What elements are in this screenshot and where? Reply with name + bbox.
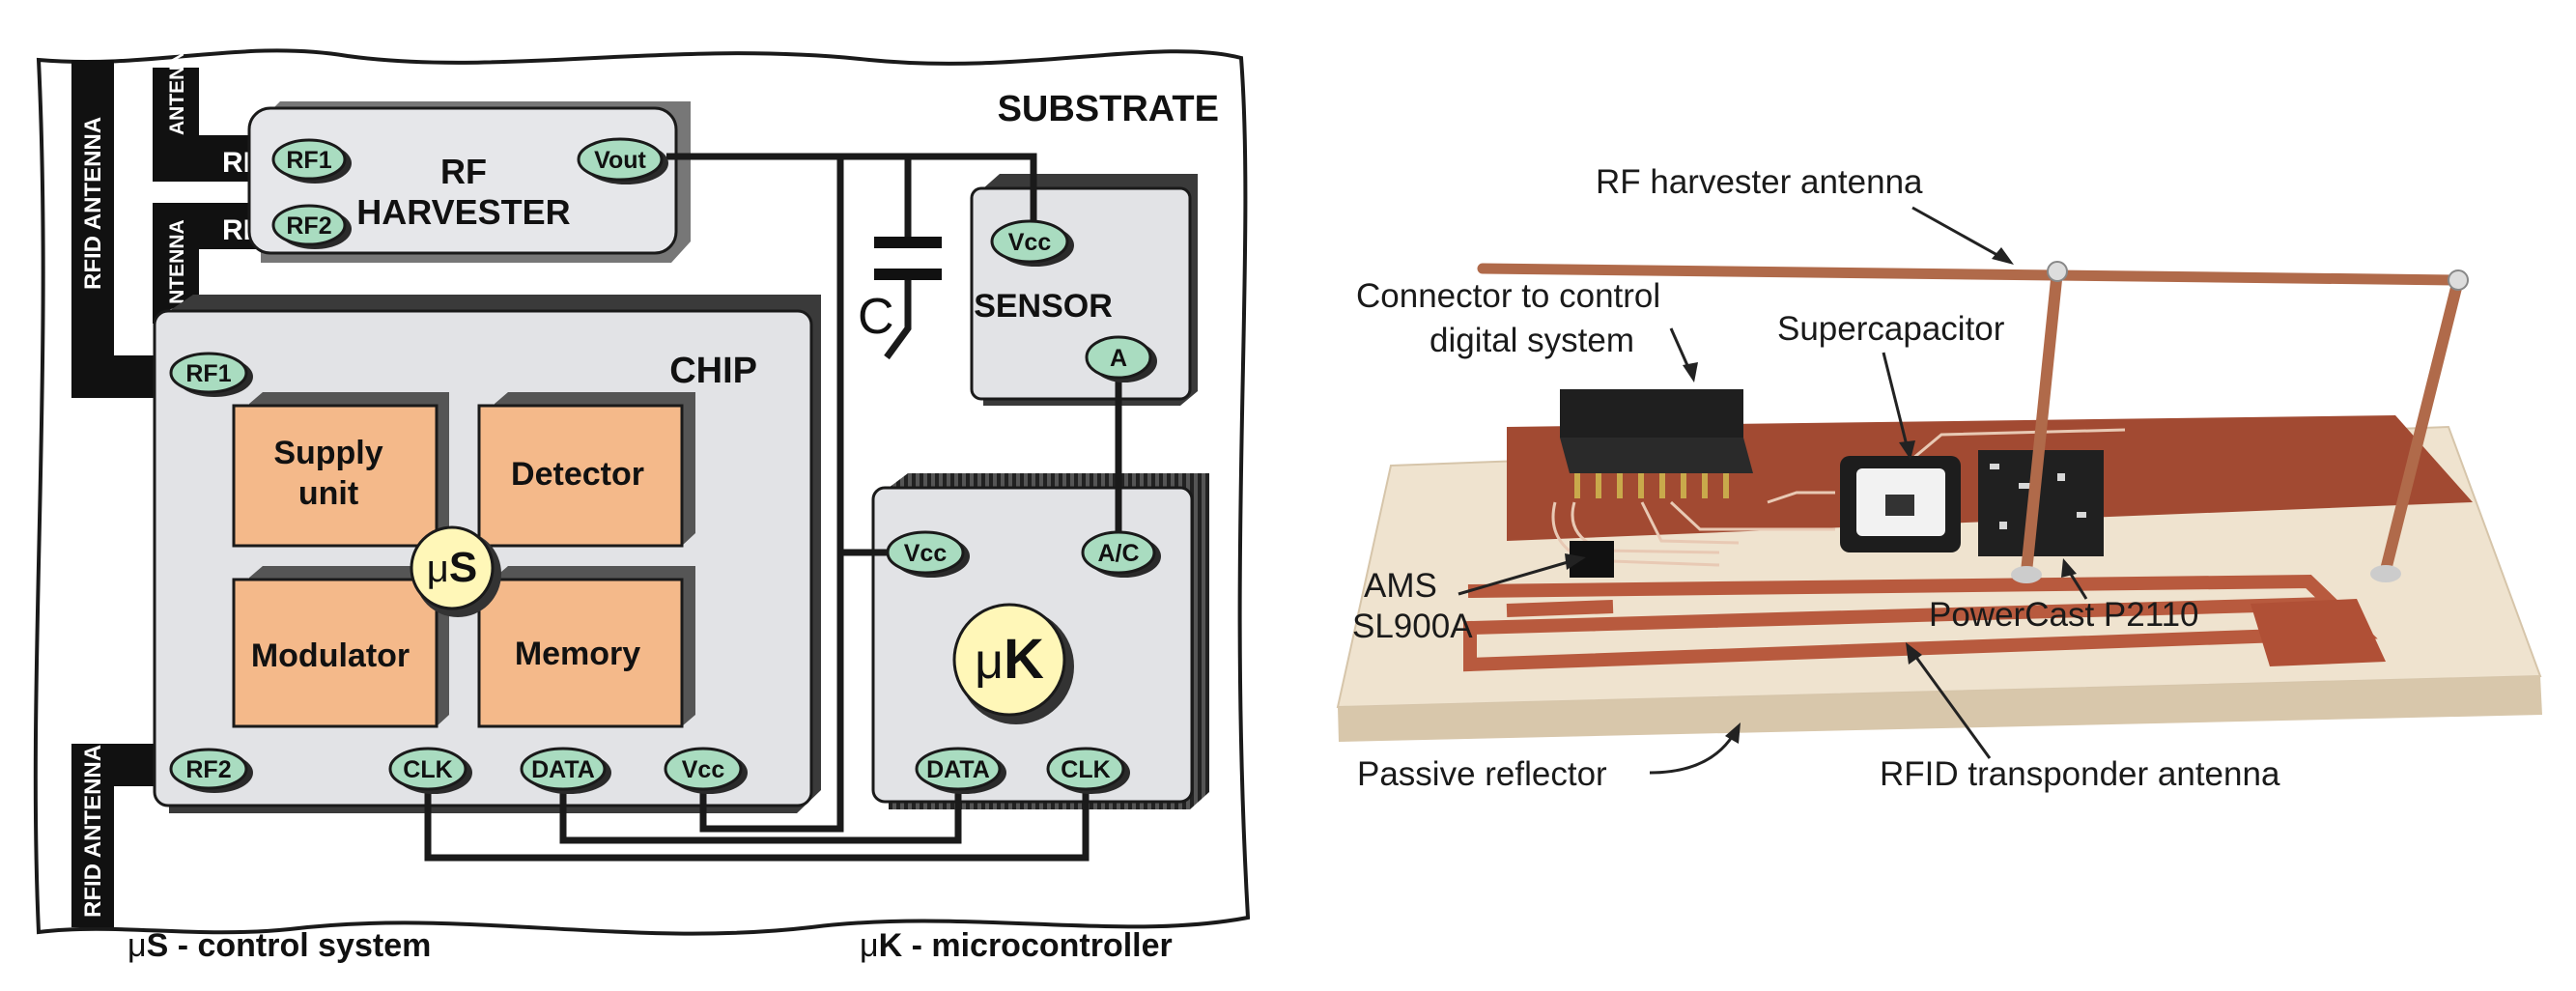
mu-s-letter: S	[449, 544, 477, 591]
label-arrows	[1458, 206, 2088, 775]
mu-s-mu: μ	[427, 548, 449, 590]
connector	[1560, 389, 1753, 498]
substrate-label: SUBSTRATE	[998, 89, 1219, 129]
unit-memory-label: Memory	[515, 636, 640, 672]
unit-detector-label: Detector	[511, 456, 644, 493]
rfid-trace	[1463, 574, 2386, 672]
svg-text:RF2: RF2	[185, 756, 231, 783]
capacitor: C	[858, 237, 942, 345]
svg-text:A/C: A/C	[1097, 540, 1139, 567]
svg-text:Vcc: Vcc	[904, 540, 948, 567]
prototype-photo: RF harvester antenna Connector to contro…	[1336, 163, 2542, 793]
label-ams-2: SL900A	[1352, 608, 1473, 645]
pad-mk-data: DATA	[915, 747, 1006, 794]
label-ams-1: AMS	[1364, 567, 1437, 605]
rf-harvester-line2: HARVESTER	[356, 192, 570, 232]
unit-memory: Memory	[477, 566, 695, 728]
harvester-antenna-2-label: ANTENNA	[166, 219, 188, 319]
sensor-block: SENSOR	[970, 174, 1198, 406]
unit-modulator-label: Modulator	[251, 637, 410, 674]
harvester-antenna-rod	[1477, 263, 2464, 578]
svg-text:A: A	[1110, 345, 1127, 372]
svg-text:CLK: CLK	[403, 756, 452, 783]
harvester-antenna-1-label: ANTENNA	[166, 36, 188, 135]
pad-vout: Vout	[577, 137, 668, 184]
pad-mk-clk: CLK	[1046, 747, 1130, 794]
label-connector-2: digital system	[1430, 322, 1634, 359]
svg-text:RF1: RF1	[185, 360, 231, 387]
svg-text:DATA: DATA	[531, 756, 595, 783]
svg-text:μK: μK	[975, 628, 1044, 691]
unit-modulator: Modulator	[232, 566, 449, 728]
svg-text:RF2: RF2	[286, 212, 331, 240]
pad-chip-rf1: RF1	[169, 352, 253, 397]
mu-k-mu: μ	[975, 634, 1004, 690]
unit-supply-line2: unit	[298, 475, 358, 512]
rfid-antenna-top-label: RFID ANTENNA	[80, 117, 106, 290]
pad-sensor-vcc: Vcc	[990, 219, 1074, 267]
label-connector-1: Connector to control	[1356, 277, 1660, 315]
pad-mk-ac: A/C	[1081, 530, 1161, 578]
label-supercapacitor: Supercapacitor	[1777, 310, 2005, 348]
mu-k-circle: μK	[952, 603, 1074, 724]
unit-supply: Supply unit	[232, 392, 449, 548]
pad-sensor-a: A	[1085, 335, 1157, 382]
pad-mk-vcc: Vcc	[886, 530, 970, 578]
pad-chip-clk: CLK	[388, 747, 472, 794]
label-powercast: PowerCast P2110	[1929, 596, 2199, 634]
supercapacitor	[1840, 456, 1961, 552]
mu-s-circle: μS	[410, 525, 501, 617]
pad-rf1-harvester: RF1	[271, 138, 352, 184]
legend-microcontroller: μK - microcontroller	[860, 927, 1173, 964]
svg-text:Vcc: Vcc	[682, 756, 725, 783]
reflector-board-edge	[1338, 676, 2542, 742]
svg-text:Vout: Vout	[594, 147, 646, 174]
label-rf-harvester-antenna: RF harvester antenna	[1596, 163, 1923, 201]
capacitor-label: C	[858, 289, 894, 345]
unit-supply-line1: Supply	[273, 435, 382, 471]
wires	[424, 153, 1122, 862]
pad-chip-data: DATA	[520, 747, 611, 794]
rfid-antenna-bottom-label: RFID ANTENNA	[80, 745, 106, 918]
svg-text:Vcc: Vcc	[1008, 229, 1052, 256]
svg-text:CLK: CLK	[1061, 756, 1110, 783]
chip-label: CHIP	[669, 351, 757, 391]
sensor-label: SENSOR	[974, 288, 1113, 325]
mu-k-letter: K	[1004, 628, 1044, 691]
svg-text:RF1: RF1	[286, 147, 331, 174]
unit-detector: Detector	[477, 392, 695, 548]
label-rfid-transponder-antenna: RFID transponder antenna	[1880, 755, 2280, 793]
rf-harvester-block: RF HARVESTER	[247, 101, 691, 263]
rf-harvester-line1: RF	[440, 152, 487, 191]
svg-text:DATA: DATA	[926, 756, 990, 783]
pad-chip-rf2: RF2	[169, 748, 253, 793]
pad-chip-vcc: Vcc	[664, 747, 748, 794]
legend-control-system: μS - control system	[127, 927, 431, 964]
schematic: SUBSTRATE RFID ANTENNA ANTENNA RF ANTENN…	[33, 36, 1251, 964]
pad-rf2-harvester: RF2	[271, 204, 352, 249]
svg-text:μS: μS	[427, 544, 477, 591]
harvester-antenna-2: ANTENNA RF	[153, 203, 269, 324]
label-passive-reflector: Passive reflector	[1357, 755, 1607, 793]
